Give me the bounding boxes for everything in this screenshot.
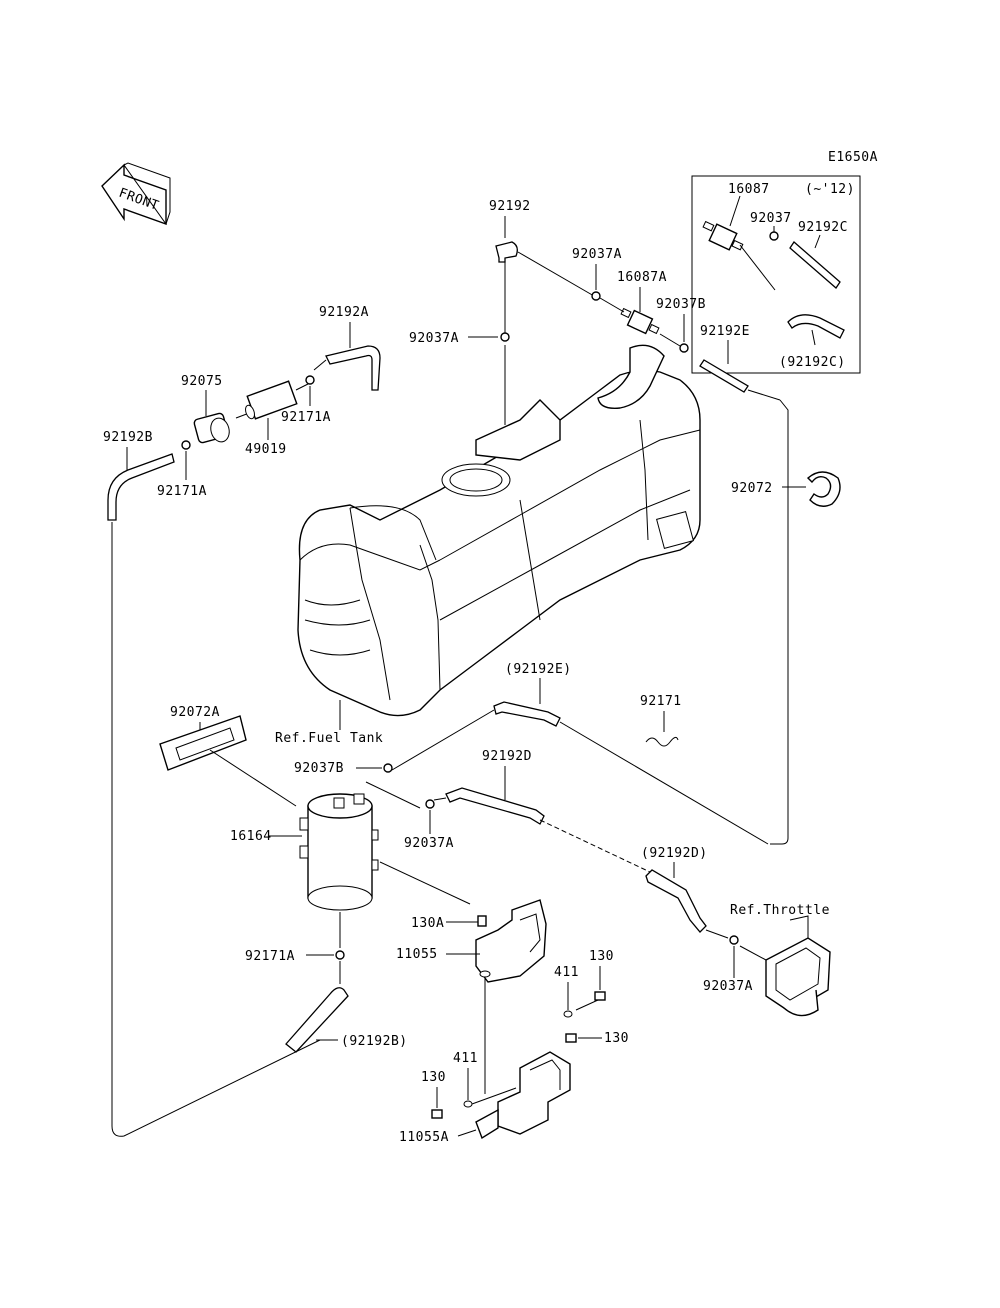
inset-clip-icon bbox=[769, 231, 779, 241]
label-92192E-ref: (92192E) bbox=[505, 662, 572, 677]
clip-92037A-right bbox=[729, 935, 739, 945]
label-92171A-left: 92171A bbox=[157, 484, 207, 499]
clip-92171A-bottom bbox=[335, 950, 345, 960]
label-92171: 92171 bbox=[640, 694, 682, 709]
label-411-lower: 411 bbox=[453, 1051, 478, 1066]
label-92192E: 92192E bbox=[700, 324, 750, 339]
label-11055: 11055 bbox=[396, 947, 438, 962]
label-92037A-mid: 92037A bbox=[404, 836, 454, 851]
washer-411-lower-icon bbox=[463, 1100, 473, 1108]
label-92192D-ref: (92192D) bbox=[641, 846, 708, 861]
bolt-130-mid-icon bbox=[565, 1033, 577, 1043]
label-inset-16087: 16087 bbox=[728, 182, 770, 197]
hose-92192E-lower bbox=[493, 701, 561, 727]
clip-92171-icon bbox=[645, 736, 679, 747]
diagram-code: E1650A bbox=[828, 150, 878, 165]
hose-92192D bbox=[445, 787, 545, 825]
clip-92037A-top bbox=[591, 291, 601, 301]
label-11055A: 11055A bbox=[399, 1130, 449, 1145]
bolt-130-upper-icon bbox=[594, 991, 606, 1001]
label-inset-92037: 92037 bbox=[750, 211, 792, 226]
bolt-130A-icon bbox=[477, 915, 487, 927]
hose-92192E bbox=[699, 359, 749, 393]
bolt-130-lower-icon bbox=[431, 1109, 443, 1119]
label-inset-92192C: 92192C bbox=[798, 220, 848, 235]
bracket-92072A-icon bbox=[159, 715, 247, 771]
label-92072A: 92072A bbox=[170, 705, 220, 720]
inset-hose-bent bbox=[787, 314, 845, 339]
label-92192B: 92192B bbox=[103, 430, 153, 445]
clip-92037B-top bbox=[679, 343, 689, 353]
inset-note: (~'12) bbox=[805, 182, 855, 197]
label-92192: 92192 bbox=[489, 199, 531, 214]
hose-92192D-lower bbox=[645, 869, 707, 933]
label-92171A-bottom: 92171A bbox=[245, 949, 295, 964]
clip-92037A-left bbox=[500, 332, 510, 342]
label-inset-92192C-ref: (92192C) bbox=[779, 355, 846, 370]
inset-hose-straight bbox=[789, 241, 841, 289]
inset-valve-icon bbox=[702, 220, 744, 251]
label-130A: 130A bbox=[411, 916, 444, 931]
vent-hose-top bbox=[495, 241, 595, 425]
ref-fuel-tank: Ref.Fuel Tank bbox=[275, 731, 383, 746]
label-92075: 92075 bbox=[181, 374, 223, 389]
fuel-tank-illustration bbox=[297, 344, 701, 717]
washer-411-upper-icon bbox=[563, 1010, 573, 1018]
label-92192B-ref: (92192B) bbox=[341, 1034, 408, 1049]
clip-92171A-left bbox=[181, 440, 191, 450]
label-130-mid: 130 bbox=[604, 1031, 629, 1046]
label-92037A-top: 92037A bbox=[572, 247, 622, 262]
front-arrow-icon: FRONT bbox=[101, 162, 171, 226]
label-92037B-top: 92037B bbox=[656, 297, 706, 312]
label-92171A-right: 92171A bbox=[281, 410, 331, 425]
hose-92192B-lower bbox=[285, 987, 349, 1053]
bracket-11055A-icon bbox=[475, 1051, 571, 1140]
label-130-upper: 130 bbox=[589, 949, 614, 964]
label-411-upper: 411 bbox=[554, 965, 579, 980]
label-92037B-mid: 92037B bbox=[294, 761, 344, 776]
valve-16087A-icon bbox=[620, 307, 660, 335]
ref-throttle: Ref.Throttle bbox=[730, 903, 830, 918]
canister-16164-icon bbox=[299, 793, 379, 911]
label-16164: 16164 bbox=[230, 829, 272, 844]
label-49019: 49019 bbox=[245, 442, 287, 457]
hose-92192B bbox=[107, 453, 175, 521]
label-92192A: 92192A bbox=[319, 305, 369, 320]
clamp-92072-icon bbox=[806, 471, 841, 507]
label-92072: 92072 bbox=[731, 481, 773, 496]
inset-box: (~'12) 16087 92037 92192C (92192C) bbox=[691, 175, 861, 374]
label-92037A-left: 92037A bbox=[409, 331, 459, 346]
label-92037A-right: 92037A bbox=[703, 979, 753, 994]
clip-92171A-right bbox=[305, 375, 315, 385]
clip-92037B-mid bbox=[383, 763, 393, 773]
filter-holder-92075-icon bbox=[193, 412, 230, 444]
throttle-body-illustration bbox=[739, 915, 831, 1017]
filter-49019-icon bbox=[235, 380, 309, 420]
clip-92037A-mid bbox=[425, 799, 435, 809]
hose-92192A bbox=[325, 345, 381, 391]
label-130-lower: 130 bbox=[421, 1070, 446, 1085]
label-92192D: 92192D bbox=[482, 749, 532, 764]
label-16087A: 16087A bbox=[617, 270, 667, 285]
tank-filler-neck bbox=[597, 344, 665, 409]
bracket-11055-icon bbox=[475, 899, 547, 983]
